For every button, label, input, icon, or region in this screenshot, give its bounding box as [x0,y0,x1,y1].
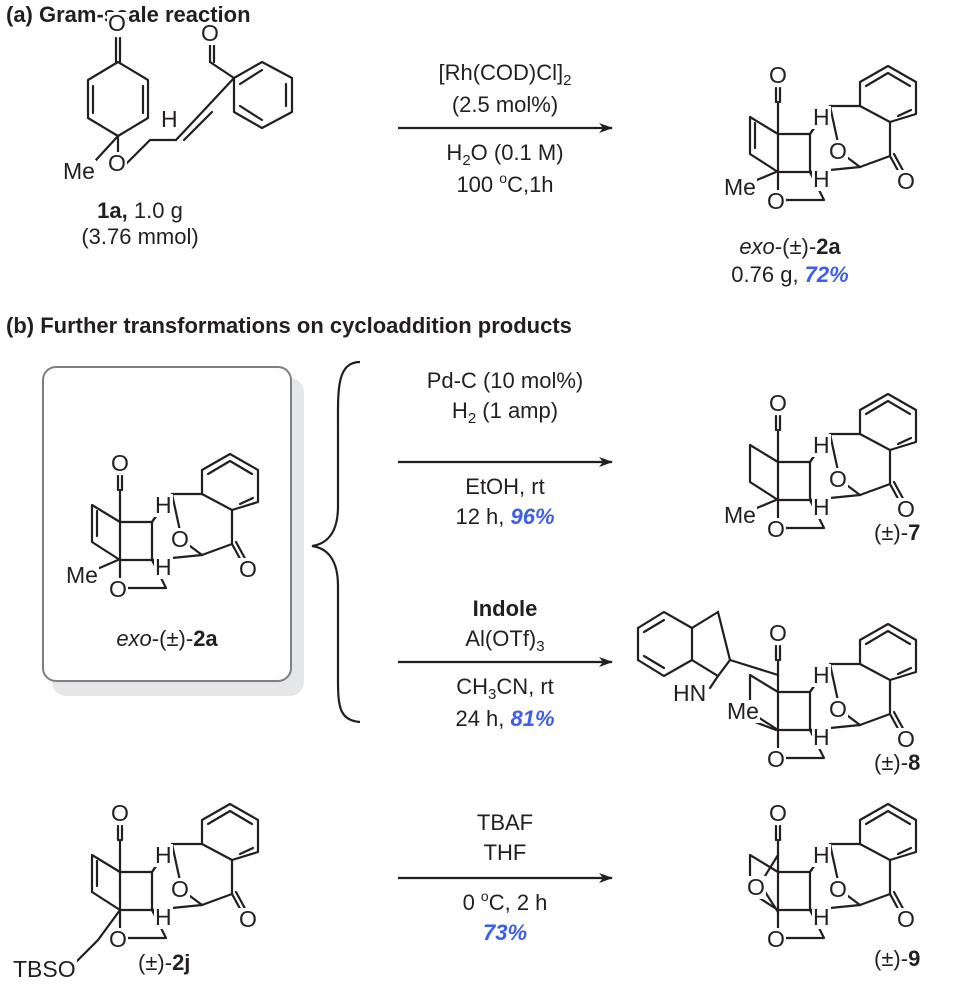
atom-me-7: Me [723,502,757,528]
reagent-loading: (2.5 mol%) [451,92,559,117]
r3-yield: 73% [482,920,528,945]
r1-hydrogen: H2 (1 amp) [451,398,559,427]
atom-o-2a-bridge: O [828,138,848,164]
r1-catalyst: Pd-C (10 mol%) [426,368,584,393]
reagent-temperature: 100 oC,1h [456,170,554,197]
product-9-label: (±)-9 [874,946,921,971]
atom-o-2j-ketone: O [110,800,130,826]
atom-o-7-bridge: O [828,466,848,492]
atom-h-8-bottom: H [812,724,831,750]
r1-solvent: EtOH, rt [465,474,545,499]
r3-temperature: 0 oC, 2 h [462,888,548,915]
atom-h-7-bottom: H [812,494,831,520]
atom-h-2j-top: H [154,842,173,868]
atom-o-2a-aryl-ketone: O [896,168,916,194]
atom-o-7-aryl-ketone: O [896,496,916,522]
atom-tbso: TBSO [12,956,77,982]
compound-1a-amount: (3.76 mmol) [81,224,199,249]
atom-o-8-aryl-ketone: O [896,726,916,752]
atom-o-2a-ketone: O [768,62,788,88]
r2-solvent: CH3CN, rt [456,674,554,703]
r2-indole: Indole [472,596,538,621]
atom-h-8-top: H [812,662,831,688]
product-8-label: (±)-8 [874,750,921,775]
atom-o-9-furan: O [766,926,786,952]
atom-o-box-bridge: O [170,526,190,552]
atom-o-7-furan: O [766,516,786,542]
starting-material-box [42,366,292,682]
product-2a-label: exo-(±)-2a [739,234,841,259]
boxed-compound-label: exo-(±)-2a [116,626,218,651]
atom-h-9-bottom: H [812,904,831,930]
section-b-title: (b) Further transformations on cycloaddi… [6,313,572,338]
product-2a-yield: 0.76 g, 72% [731,262,849,287]
atom-me-1a: Me [62,158,96,184]
atom-o-9-aryl-ketone: O [896,906,916,932]
atom-o-box-ketone: O [110,450,130,476]
atom-me-2a: Me [723,174,757,200]
atom-o-9-ketone: O [768,800,788,826]
compound-1a-label: 1a, 1.0 g [97,198,183,223]
atom-me-8: Me [726,698,760,724]
r3-solvent: THF [483,840,527,865]
atom-o-7-ketone: O [768,390,788,416]
atom-h-2a-top: H [812,104,831,130]
atom-h-1a-aldehyde: H [160,106,179,132]
atom-o-9-bridge: O [828,876,848,902]
r3-reagent: TBAF [476,810,534,835]
section-a-title: (a) Gram-scale reaction [6,2,251,27]
atom-hn-indole: HN [672,680,708,706]
reagent-catalyst: [Rh(COD)Cl]2 [438,60,572,89]
atom-h-9-top: H [812,842,831,868]
atom-o-2j-bridge: O [170,876,190,902]
r2-lewis-acid: Al(OTf)3 [465,626,545,655]
atom-h-2j-bottom: H [154,904,173,930]
atom-h-box-bottom: H [154,554,173,580]
atom-o-8-furan: O [766,746,786,772]
r2-time-yield: 24 h, 81% [455,706,555,731]
atom-o-2j-aryl-ketone: O [238,906,258,932]
atom-h-2a-bottom: H [812,166,831,192]
atom-o-8-bridge: O [828,696,848,722]
product-7-label: (±)-7 [874,520,921,545]
atom-me-box: Me [65,562,99,588]
compound-2j-label: (±)-2j [138,950,191,975]
atom-h-box-top: H [154,492,173,518]
atom-o-box-furan: O [108,576,128,602]
reagent-solvent: H2O (0.1 M) [446,140,564,169]
atom-o-1a-ketone: O [107,10,127,36]
atom-o-box-aryl-ketone: O [238,556,258,582]
atom-o-1a-ether: O [107,150,127,176]
atom-h-7-top: H [812,432,831,458]
atom-o-2j-furan: O [108,926,128,952]
atom-o-8-ketone: O [768,620,788,646]
atom-o-2a-furan: O [766,188,786,214]
r1-time-yield: 12 h, 96% [455,504,555,529]
atom-o-9-thf-ring: O [746,874,766,900]
atom-o-1a-aldehyde: O [200,20,220,46]
